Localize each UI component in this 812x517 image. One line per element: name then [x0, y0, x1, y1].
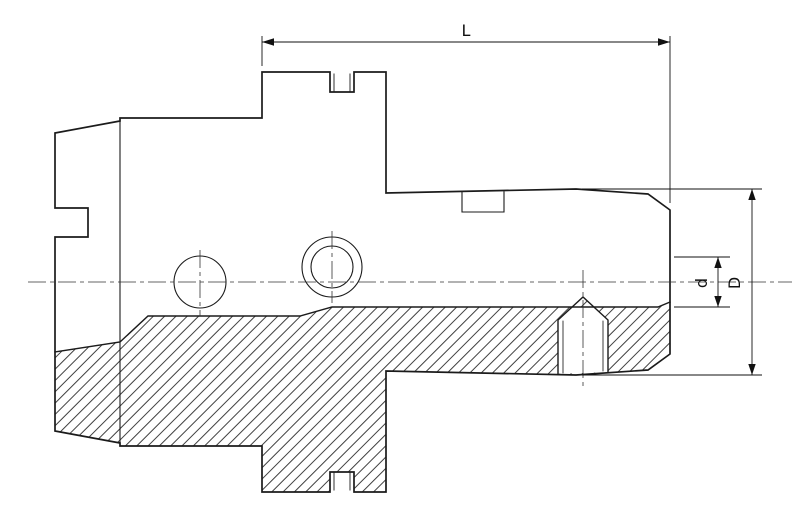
- arrowhead-left: [262, 38, 274, 46]
- dimension-bore-diameter: d: [674, 256, 730, 308]
- arrowhead-d-top: [714, 257, 722, 268]
- set-screw-hole-section: [557, 296, 609, 375]
- arrowhead-d-bottom: [714, 296, 722, 307]
- thread-lines: [562, 320, 604, 374]
- hatch-region: [55, 297, 670, 492]
- dimension-label-L: L: [462, 21, 471, 40]
- arrowhead-D-bottom: [748, 364, 756, 375]
- dimension-label-D: D: [725, 277, 744, 289]
- centerlines: [28, 231, 792, 390]
- section-hatching: [55, 297, 670, 492]
- arrowhead-D-top: [748, 189, 756, 200]
- body-silhouette: [54, 71, 671, 493]
- clamping-flat: [461, 191, 505, 213]
- gripper-groove-lines: [333, 73, 351, 491]
- dimension-label-d: d: [692, 278, 711, 288]
- dimension-length: L: [261, 21, 671, 203]
- dimension-outer-diameter: D: [582, 188, 762, 376]
- arrowhead-right: [658, 38, 670, 46]
